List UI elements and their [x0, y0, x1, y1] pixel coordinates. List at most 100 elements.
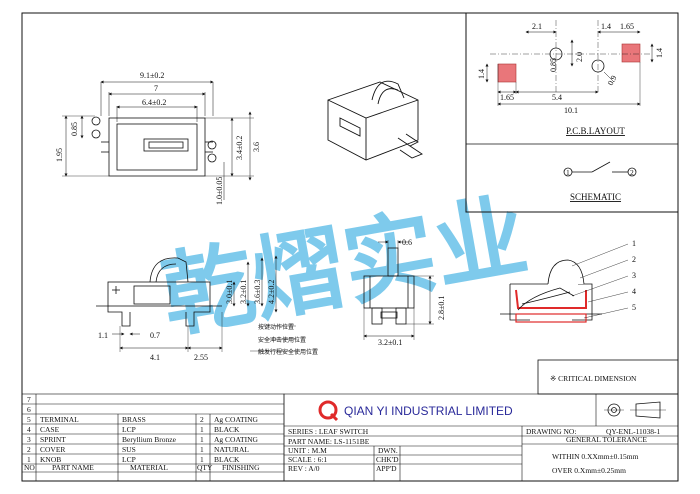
dim-11: 1.1	[98, 331, 108, 340]
bom-blank-row-6-no: 6	[27, 405, 31, 414]
bom-cell-qty: 1	[200, 435, 204, 444]
title-chkd: CHK'D	[376, 455, 399, 464]
bom-cell-material: BRASS	[122, 415, 146, 424]
bom-row-case: 4 CASE LCP 1 BLACK	[27, 425, 240, 434]
front-view	[96, 255, 296, 352]
dim-32: 3.2±0.1	[239, 280, 248, 304]
section-view	[500, 243, 629, 323]
title-drawing-no-label: DRAWING NO:	[526, 427, 576, 436]
company-logo-icon	[318, 400, 339, 422]
bom-cell-no: 1	[27, 455, 31, 464]
bom-row-cover: 2 COVER SUS 1 NATURAL	[27, 445, 249, 454]
bom-row-terminal: 5 TERMINAL BRASS 2 Ag COATING	[27, 415, 259, 424]
dim-07: 0.7	[150, 331, 160, 340]
bom-cell-qty: 1	[200, 445, 204, 454]
title-drawing-no-value: QY-ENL-11038-1	[606, 427, 661, 436]
balloon-3: 3	[632, 271, 636, 280]
dim-36b: 3.6±0.3	[253, 280, 262, 304]
pcb-dim-09: 0.9	[606, 74, 619, 87]
pcb-dim-085: 0.85	[549, 58, 558, 72]
note-actuation-position: 按键动作位置	[258, 323, 294, 331]
bom-cell-material: SUS	[122, 445, 136, 454]
schematic-symbol	[563, 161, 637, 177]
bom-cell-no: 3	[27, 435, 31, 444]
bom-cell-part: TERMINAL	[40, 415, 79, 424]
balloon-2: 2	[632, 255, 636, 264]
bom-cell-material: Beryllium Bronze	[122, 435, 177, 444]
bom-header-material: MATERIAL	[130, 463, 168, 472]
dim-w-mid: 7	[154, 84, 158, 93]
pcb-dim-165: 1.65	[620, 22, 634, 31]
bom-cell-qty: 1	[200, 425, 204, 434]
bom-cell-no: 4	[27, 425, 31, 434]
title-general-tolerance: GENERAL TOLERANCE	[566, 435, 647, 444]
bom-header-qty: QTY	[197, 463, 213, 472]
title-unit: UNIT : M.M	[288, 446, 327, 455]
pcb-dim-14: 1.4	[601, 22, 611, 31]
dim-28: 2.8±0.1	[437, 296, 446, 320]
bom-header-part: PART NAME	[52, 463, 94, 472]
top-view	[62, 80, 254, 200]
dim-42: 4.2±0.2	[267, 280, 276, 304]
bom-cell-finish: Ag COATING	[214, 415, 259, 424]
dim-32w: 3.2±0.1	[378, 338, 402, 347]
bom-cell-part: COVER	[40, 445, 65, 454]
bom-cell-part: SPRINT	[40, 435, 66, 444]
title-rev: REV : A/0	[288, 464, 320, 473]
pcb-dim-101: 10.1	[564, 106, 578, 115]
isometric-view	[327, 80, 423, 161]
bom-cell-part: CASE	[40, 425, 60, 434]
bom-cell-no: 5	[27, 415, 31, 424]
dim-41: 4.1	[150, 353, 160, 362]
dim-w-total: 9.1±0.2	[140, 71, 164, 80]
dim-195: 1.95	[55, 148, 64, 162]
balloon-5: 5	[632, 303, 636, 312]
bom-cell-finish: NATURAL	[214, 445, 249, 454]
pcb-layout-title: P.C.B.LAYOUT	[566, 126, 625, 136]
dim-255: 2.55	[194, 353, 208, 362]
bom-blank-row-7-no: 7	[27, 395, 31, 404]
bom-cell-qty: 2	[200, 415, 204, 424]
note-trigger-travel-position: 触发行程安全使用位置	[258, 348, 318, 356]
dim-06: 0.6	[402, 238, 412, 247]
company-name: QIAN YI INDUSTRIAL LIMITED	[344, 404, 513, 418]
dim-34: 3.4±0.2	[235, 136, 244, 160]
dim-085: 0.85	[70, 122, 79, 136]
title-block-grid	[283, 393, 679, 482]
schematic-pin-1: 1	[566, 168, 570, 177]
pcb-dim-14-right: 1.4	[655, 48, 664, 58]
balloon-4: 4	[632, 287, 636, 296]
bom-cell-finish: BLACK	[214, 455, 240, 464]
bom-cell-part: KNOB	[40, 455, 61, 464]
watermark-text: 乾熠实业	[154, 182, 535, 351]
title-series: SERIES : LEAF SWITCH	[288, 427, 369, 436]
dim-30: 3.0±0.1	[225, 280, 234, 304]
bom-header-finish: FINISHING	[222, 463, 260, 472]
dim-105: 1.0±0.05	[215, 177, 224, 205]
title-dwn: DWN.	[378, 446, 398, 455]
title-part-name: PART NAME: LS-1151BE	[288, 437, 370, 446]
pcb-dim-21: 2.1	[532, 22, 542, 31]
bom-cell-material: LCP	[122, 425, 136, 434]
note-safe-impact-position: 安全冲击使用位置	[258, 336, 306, 344]
bom-cell-finish: BLACK	[214, 425, 240, 434]
balloon-1: 1	[632, 239, 636, 248]
title-tolerance-within: WITHIN 0.XXmm±0.15mm	[552, 452, 639, 461]
bom-cell-no: 2	[27, 445, 31, 454]
dim-w-inner: 6.4±0.2	[142, 98, 166, 107]
pcb-dim-20: 2.0	[575, 52, 584, 62]
title-appd: APP'D	[376, 464, 397, 473]
dim-36: 3.6	[252, 142, 261, 152]
pcb-dim-14-left: 1.4	[477, 69, 486, 79]
title-tolerance-over: OVER 0.Xmm±0.25mm	[552, 466, 626, 475]
projection-symbol-icon	[604, 401, 666, 419]
title-scale: SCALE : 6:1	[288, 455, 327, 464]
critical-dimension-note: ※ CRITICAL DIMENSION	[550, 374, 637, 383]
bom-cell-finish: Ag COATING	[214, 435, 259, 444]
schematic-pin-2: 2	[630, 168, 634, 177]
side-view	[363, 240, 434, 340]
bom-row-sprint: 3 SPRINT Beryllium Bronze 1 Ag COATING	[27, 435, 259, 444]
bom-cell-material: LCP	[122, 455, 136, 464]
bom-cell-qty: 1	[200, 455, 204, 464]
